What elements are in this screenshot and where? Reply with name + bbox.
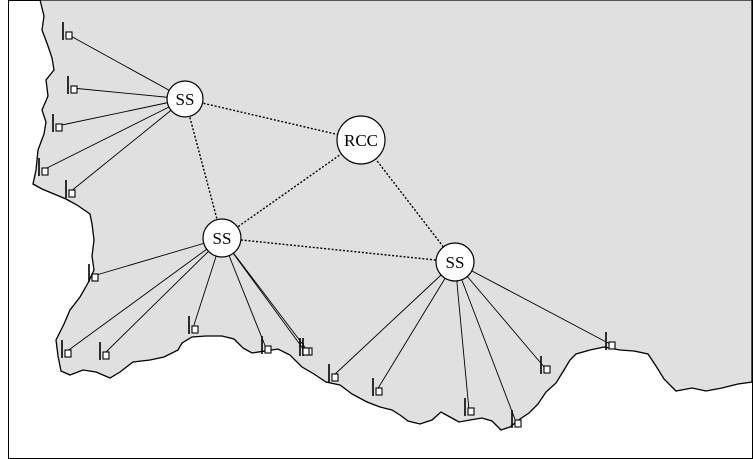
node-label: SS	[446, 253, 465, 272]
radio-link	[221, 237, 305, 351]
radio-link	[454, 261, 470, 411]
radio-link	[454, 261, 546, 369]
base-station-icon	[52, 114, 63, 132]
base-station-icon	[188, 316, 199, 334]
ss-node: SS	[435, 242, 475, 282]
radio-link	[42, 98, 186, 171]
base-station-icon	[261, 336, 272, 354]
radio-link	[103, 237, 223, 355]
landmass	[32, 0, 753, 431]
radio-link	[221, 237, 267, 349]
base-station-icon	[328, 364, 339, 382]
base-station-icon	[464, 398, 475, 416]
radio-link	[332, 261, 456, 377]
rcc-node: RCC	[336, 115, 386, 165]
node-label: SS	[213, 229, 232, 248]
node-label: SS	[176, 90, 195, 109]
base-station-icon	[299, 338, 310, 356]
base-station-icon	[88, 264, 99, 282]
radio-link	[454, 261, 611, 345]
base-station-icon	[540, 356, 551, 374]
base-station-icon	[511, 410, 522, 428]
base-station-icon	[67, 76, 78, 94]
backbone-link	[184, 98, 223, 239]
radio-link	[454, 261, 517, 423]
radio-link	[65, 237, 223, 353]
base-station-icon	[61, 340, 72, 358]
backbone-link	[221, 139, 362, 239]
radio-link	[92, 237, 223, 277]
ss-node: SS	[166, 80, 204, 118]
base-station-icon	[99, 342, 110, 360]
base-station-icon	[372, 378, 383, 396]
radio-link	[69, 98, 186, 193]
radio-link	[71, 87, 186, 100]
ss-node: SS	[202, 218, 242, 258]
base-station-icon	[62, 22, 73, 40]
base-station-icon	[605, 332, 616, 350]
node-label: RCC	[344, 131, 378, 150]
radio-link	[376, 261, 456, 391]
backbone-link	[360, 139, 456, 263]
radio-link	[56, 98, 186, 127]
base-station-icon	[65, 180, 76, 198]
base-station-icon	[38, 158, 49, 176]
radio-link	[66, 33, 186, 100]
backbone-link	[221, 237, 456, 263]
